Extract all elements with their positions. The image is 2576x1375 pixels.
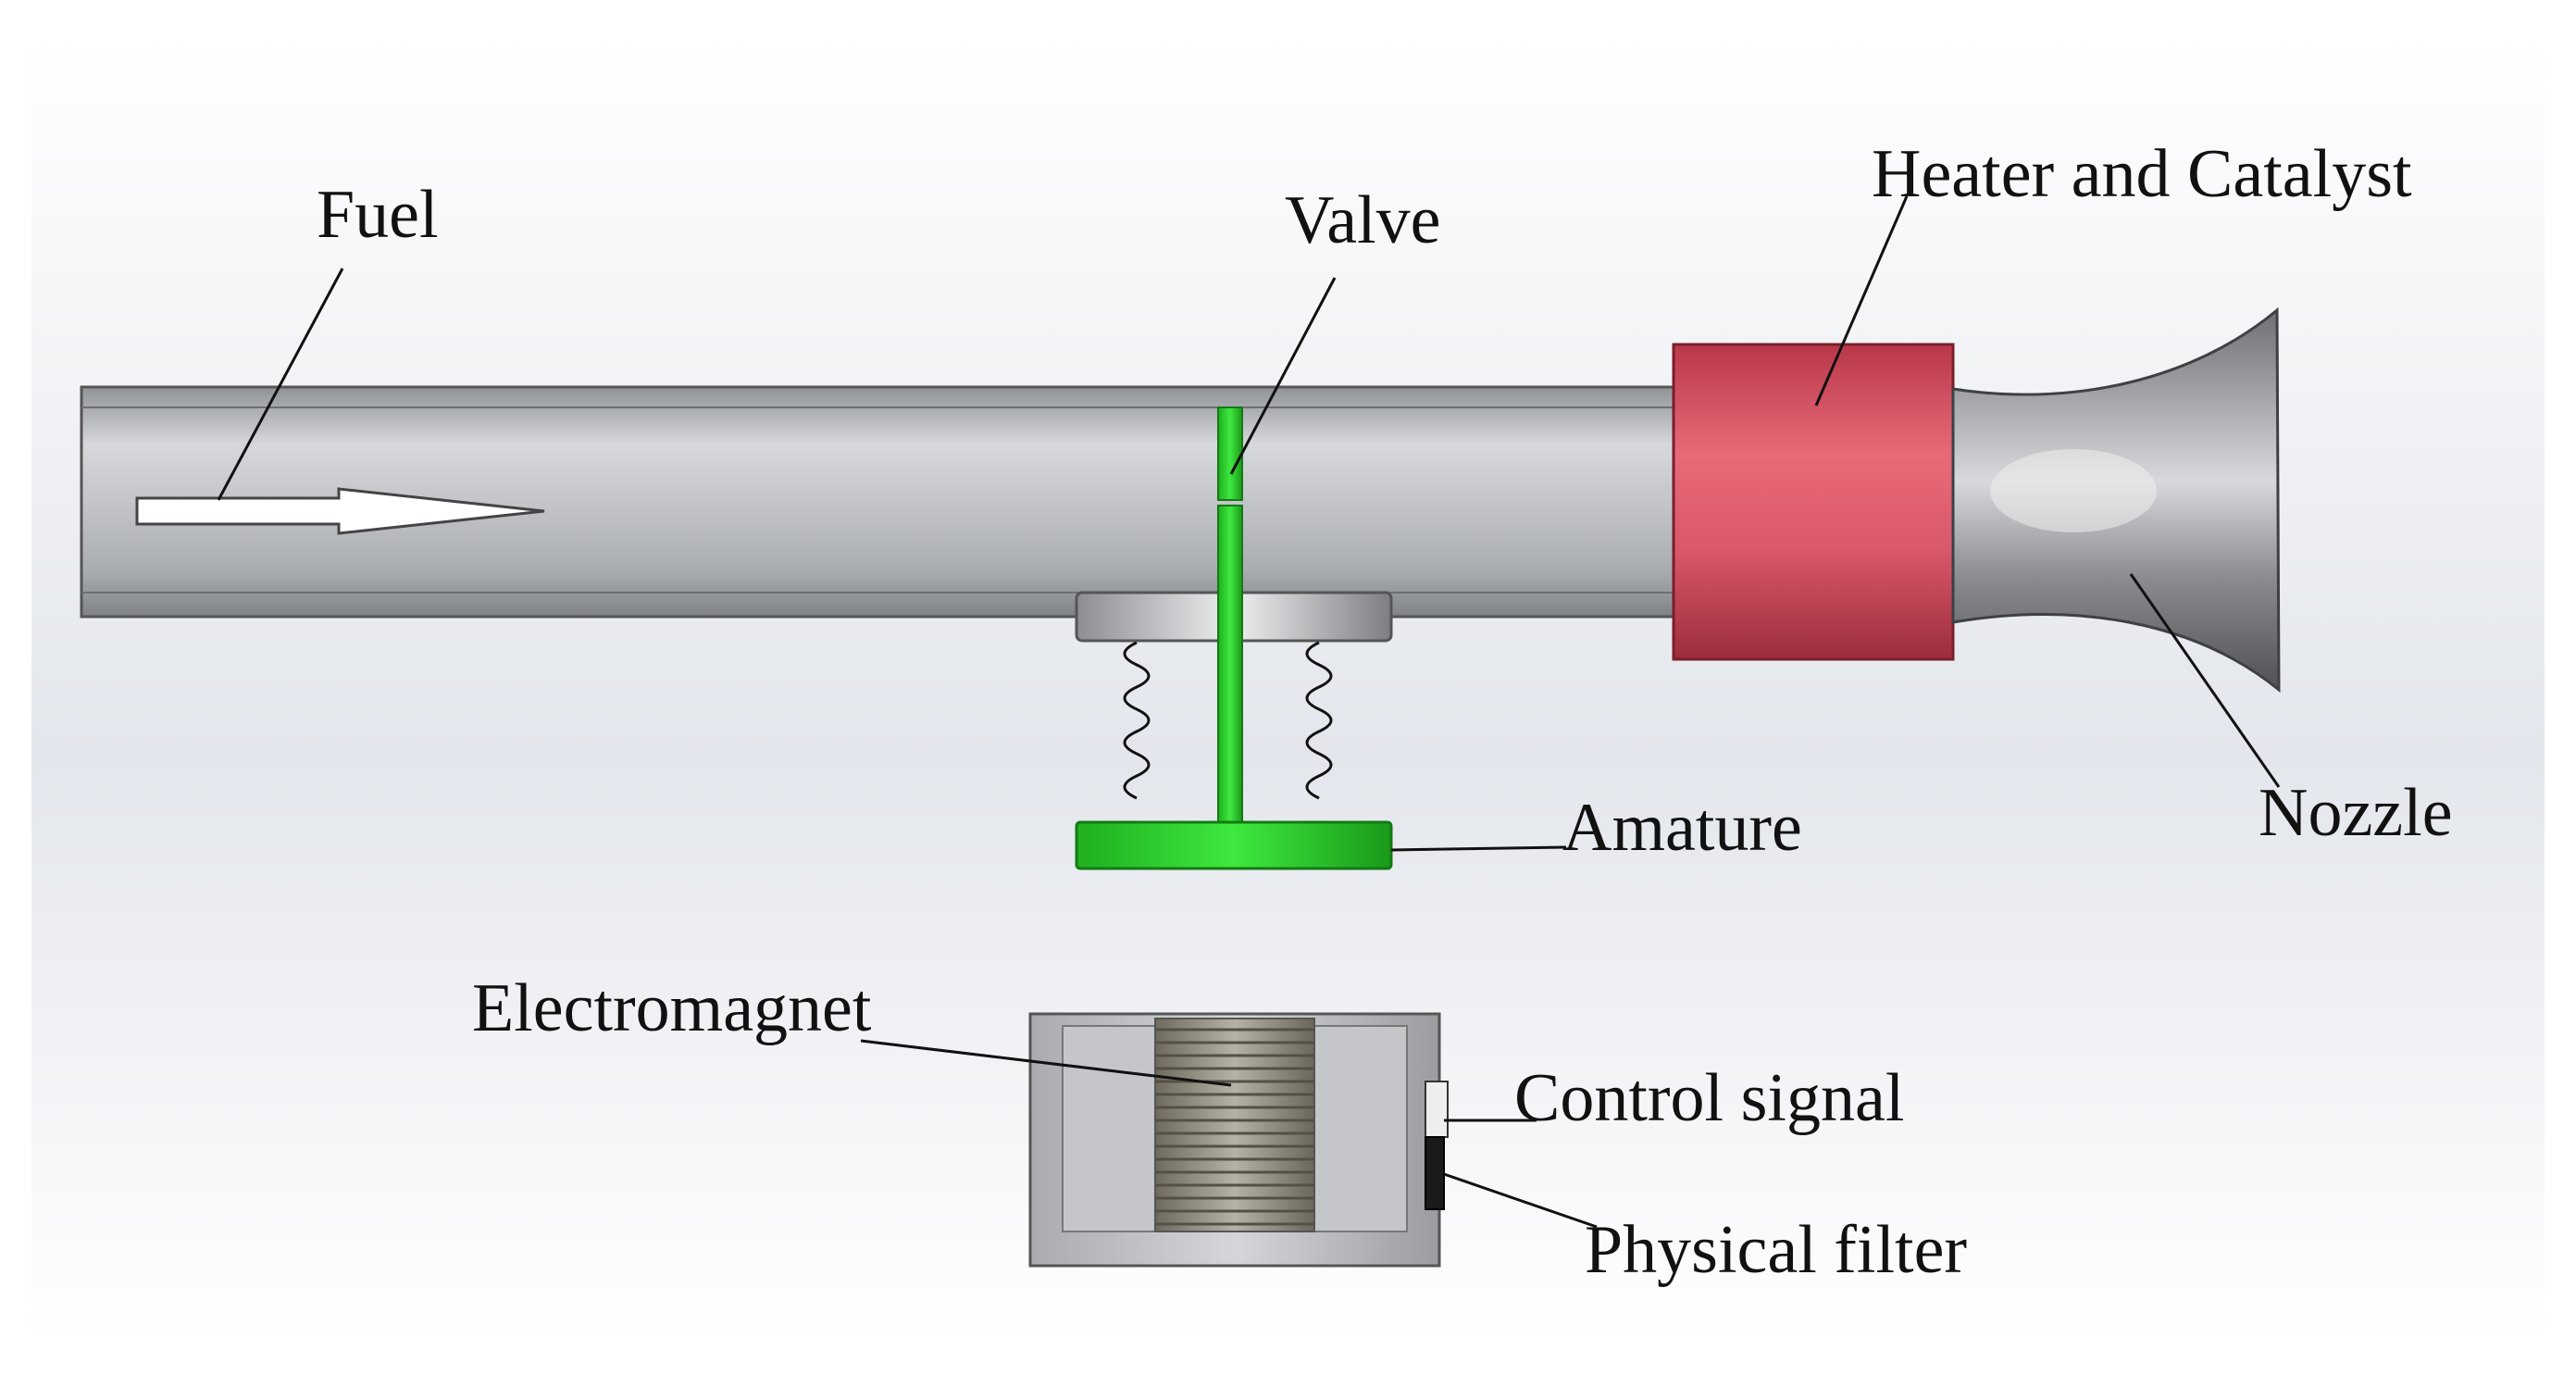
spring-right — [1305, 641, 1333, 800]
label-valve: Valve — [1285, 182, 1441, 258]
spring-left — [1123, 641, 1151, 800]
control-signal-connector — [1425, 1081, 1449, 1138]
coil-windings — [1155, 1028, 1314, 1226]
nozzle-leader — [2129, 573, 2281, 788]
electromagnet-leader — [860, 1039, 1232, 1087]
fuel-flow-arrow — [135, 487, 545, 535]
label-heater-catalyst: Heater and Catalyst — [1872, 136, 2412, 212]
fuel-leader — [217, 268, 344, 501]
nozzle — [1951, 306, 2281, 694]
armature-plate — [1075, 820, 1393, 870]
label-armature: Amature — [1562, 790, 1802, 866]
electromagnet — [1028, 1012, 1449, 1268]
heater-catalyst — [1672, 343, 1955, 661]
valve-leader — [1229, 277, 1337, 475]
label-physical-filter: Physical filter — [1585, 1212, 1967, 1288]
heater-leader — [1814, 195, 1909, 406]
physical-filter-leader — [1443, 1172, 1598, 1229]
valve-stem — [1217, 406, 1243, 825]
armature-leader — [1390, 845, 1567, 852]
label-nozzle: Nozzle — [2259, 775, 2453, 851]
label-control-signal: Control signal — [1514, 1060, 1904, 1136]
label-electromagnet: Electromagnet — [472, 970, 872, 1046]
physical-filter-element — [1425, 1136, 1445, 1210]
label-fuel: Fuel — [317, 177, 439, 253]
